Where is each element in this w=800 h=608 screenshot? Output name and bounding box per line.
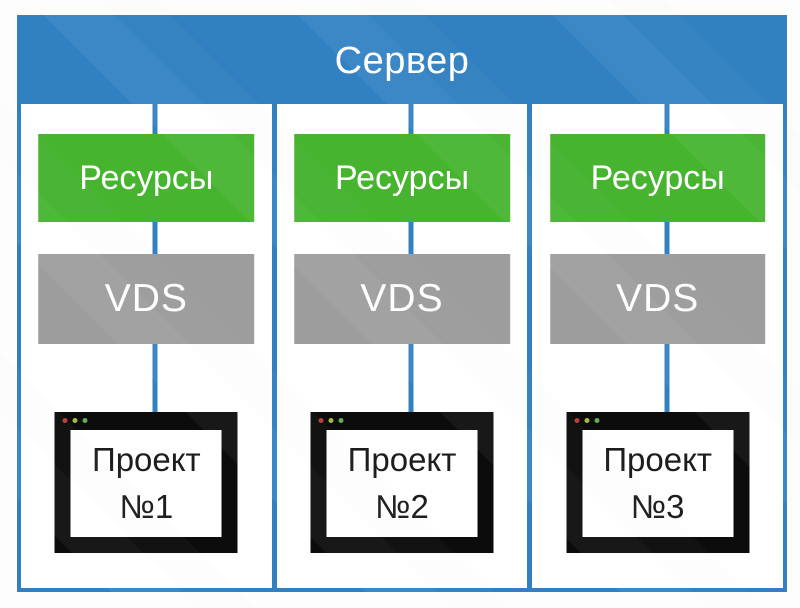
columns-row: Ресурсы VDS Проект №1 [21,104,783,588]
server-header: Сервер [20,18,784,104]
connector-resources-vds-1 [152,222,158,254]
window-dot-yellow-icon [584,418,590,423]
column-2: Ресурсы VDS Проект №2 [271,104,528,588]
connector-server-resources-2 [408,104,414,134]
connector-vds-project-1 [152,344,158,412]
connector-server-resources-1 [152,104,158,134]
vds-box-3: VDS [549,254,766,344]
connector-resources-vds-3 [664,222,670,254]
window-dot-red-icon [62,418,68,423]
vds-label: VDS [360,277,444,320]
project-label-1: Проект №1 [70,430,222,537]
project-line2: №2 [375,487,429,525]
resources-label: Ресурсы [334,158,470,197]
vds-box-2: VDS [294,254,510,344]
window-dot-yellow-icon [328,418,334,423]
window-controls [574,418,600,423]
resources-label: Ресурсы [79,158,214,197]
connector-vds-project-3 [664,344,670,412]
project-line1: Проект [603,441,713,479]
window-dot-green-icon [82,418,88,423]
window-dot-green-icon [338,418,344,423]
vds-label: VDS [616,277,700,320]
connector-server-resources-3 [664,104,670,134]
browser-window-icon-2: Проект №2 [310,412,494,553]
project-line1: Проект [347,441,457,479]
resources-label: Ресурсы [590,158,725,197]
project-line2: №1 [119,487,174,525]
server-title: Сервер [334,39,470,82]
column-3: Ресурсы VDS Проект №3 [527,104,783,588]
resources-box-2: Ресурсы [294,134,510,222]
resources-box-1: Ресурсы [38,134,255,222]
project-label-2: Проект №2 [326,430,478,537]
project-label-3: Проект №3 [582,430,734,537]
window-dot-yellow-icon [72,418,78,423]
connector-vds-project-2 [408,344,414,412]
vds-box-1: VDS [38,254,255,344]
browser-window-icon-3: Проект №3 [566,412,750,553]
column-1: Ресурсы VDS Проект №1 [21,104,272,588]
connector-resources-vds-2 [408,222,414,254]
window-dot-green-icon [594,418,600,423]
window-controls [62,418,88,423]
diagram-frame: Сервер Ресурсы VDS [17,15,787,592]
project-line1: Проект [91,441,201,479]
window-dot-red-icon [318,418,324,423]
project-line2: №3 [630,487,685,525]
window-controls [318,418,344,423]
window-dot-red-icon [574,418,580,423]
browser-window-icon-1: Проект №1 [54,412,238,553]
vds-label: VDS [104,277,188,320]
resources-box-3: Ресурсы [549,134,766,222]
